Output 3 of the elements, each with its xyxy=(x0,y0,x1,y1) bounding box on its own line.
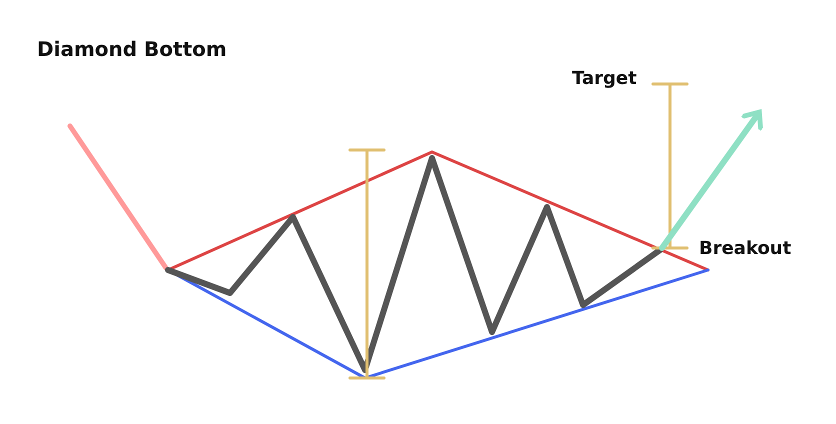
diagram-title: Diamond Bottom xyxy=(37,37,227,61)
breakout-label: Breakout xyxy=(699,238,792,259)
target-label: Target xyxy=(572,68,637,89)
